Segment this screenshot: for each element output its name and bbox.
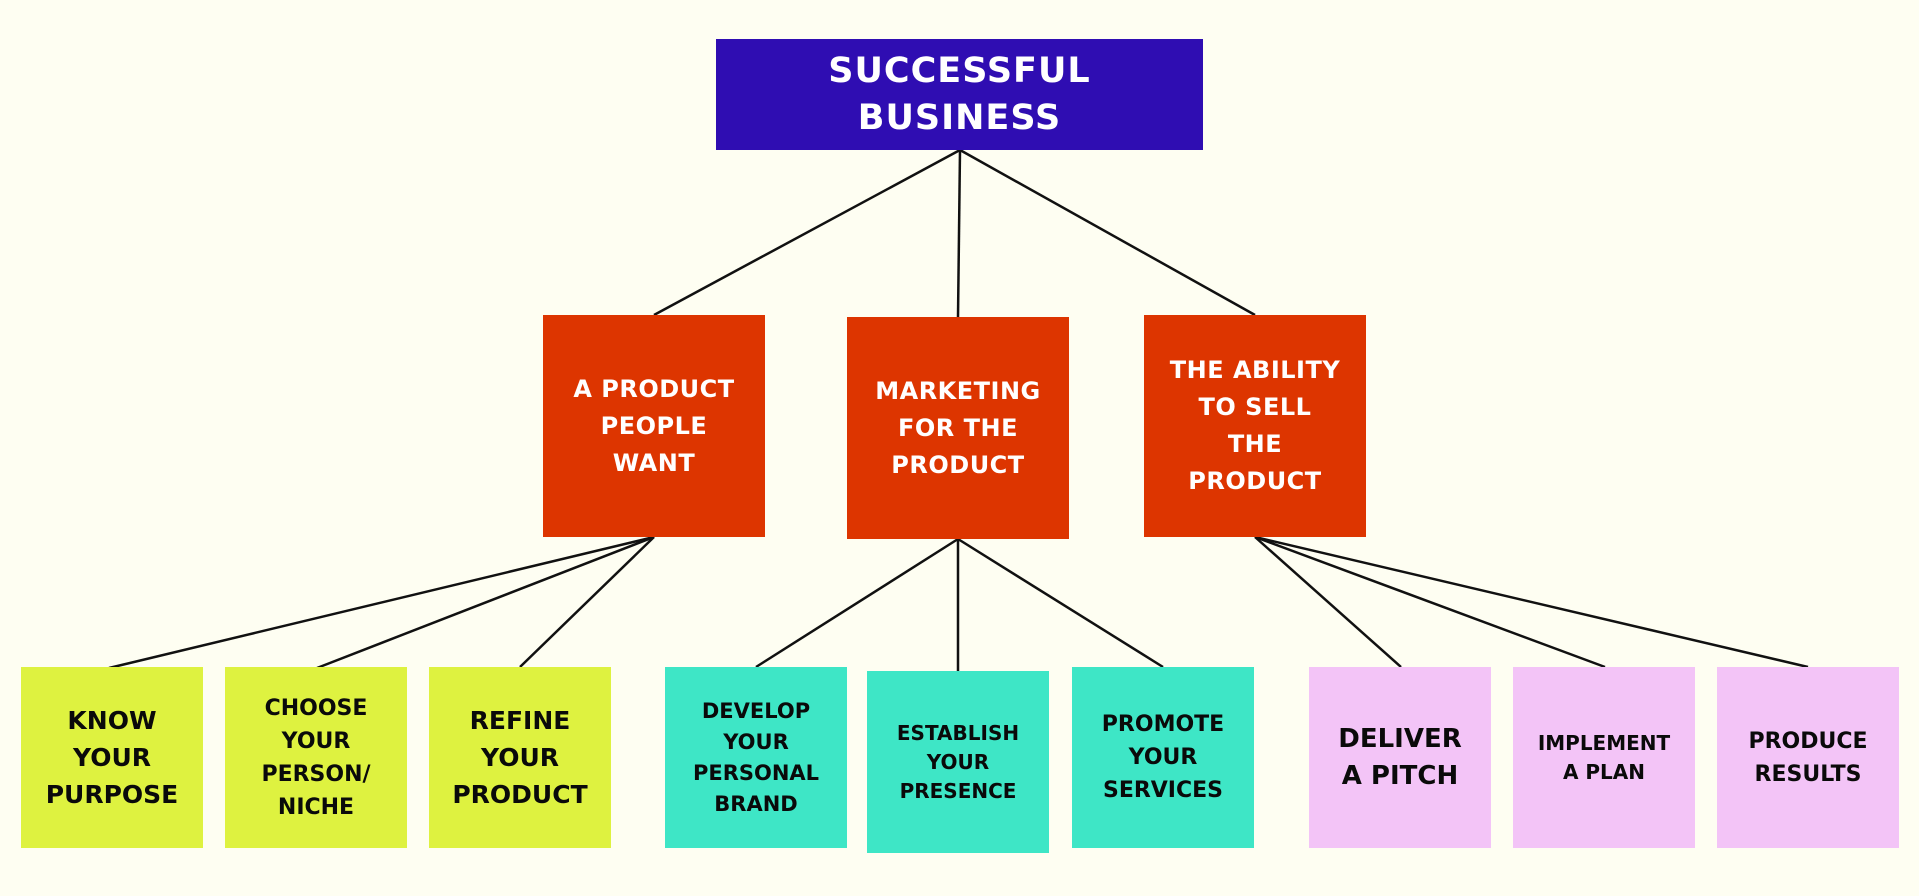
connector-root-to-product [653, 148, 961, 317]
connector-selling-to-results [1254, 535, 1809, 669]
leaf-node-personal-brand: DEVELOP YOUR PERSONAL BRAND [665, 667, 847, 848]
leaf-node-know-purpose: KNOW YOUR PURPOSE [21, 667, 203, 848]
connector-product-to-choose-niche [316, 535, 655, 670]
connector-marketing-to-services [957, 537, 1164, 669]
leaf-node-produce-results: PRODUCE RESULTS [1717, 667, 1899, 848]
connector-marketing-to-personal-brand [755, 537, 959, 669]
leaf-node-choose-niche: CHOOSE YOUR PERSON/ NICHE [225, 667, 407, 848]
leaf-node-establish-presence: ESTABLISH YOUR PRESENCE [867, 671, 1049, 853]
pillar-node-marketing: MARKETING FOR THE PRODUCT [847, 317, 1069, 539]
root-node-successful-business: SUCCESSFUL BUSINESS [716, 39, 1203, 150]
connector-product-to-know-purpose [108, 535, 655, 670]
leaf-node-refine-product: REFINE YOUR PRODUCT [429, 667, 611, 848]
connector-root-to-marketing [956, 149, 962, 318]
connector-selling-to-pitch [1254, 536, 1402, 668]
connector-root-to-selling [959, 148, 1256, 317]
connector-product-to-refine-product [519, 536, 655, 668]
leaf-node-implement-plan: IMPLEMENT A PLAN [1513, 667, 1695, 848]
leaf-node-promote-services: PROMOTE YOUR SERVICES [1072, 667, 1254, 848]
leaf-node-deliver-pitch: DELIVER A PITCH [1309, 667, 1491, 848]
connector-selling-to-plan [1254, 535, 1606, 669]
pillar-node-selling: THE ABILITY TO SELL THE PRODUCT [1144, 315, 1366, 537]
pillar-node-product: A PRODUCT PEOPLE WANT [543, 315, 765, 537]
